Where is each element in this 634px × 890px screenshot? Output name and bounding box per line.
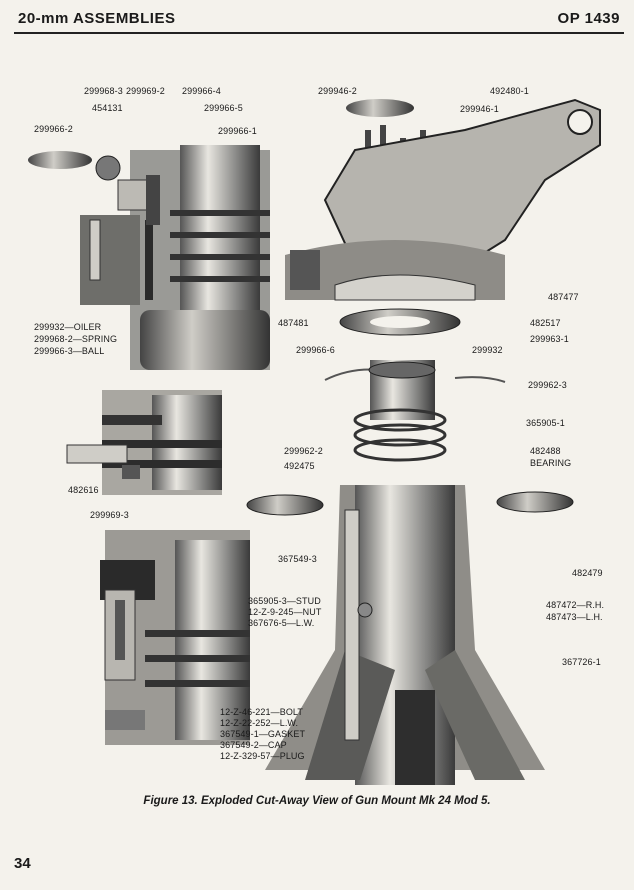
running-header-title: 20-mm ASSEMBLIES: [18, 10, 176, 27]
part-label: 454131: [92, 103, 123, 113]
part-label: 299966-3—BALL: [34, 346, 105, 356]
page-number: 34: [14, 855, 31, 872]
part-label: 482517: [530, 318, 561, 328]
part-label: 365905-1: [526, 418, 565, 428]
part-label: 299932—OILER: [34, 322, 102, 332]
part-label: 492480-1: [490, 86, 529, 96]
part-label: 299966-4: [182, 86, 221, 96]
part-label: 367726-1: [562, 657, 601, 667]
part-label: 487481: [278, 318, 309, 328]
lower-cutaway-illustration: [100, 530, 250, 745]
gun-mount-exploded-illustration: [246, 98, 601, 785]
part-label: 492475: [284, 461, 315, 471]
figure-caption: Figure 13. Exploded Cut-Away View of Gun…: [143, 795, 491, 807]
part-label: 12-Z-22-252—L.W.: [220, 718, 299, 728]
part-label: 367549-2—CAP: [220, 740, 287, 750]
part-label: 299966-6: [296, 345, 335, 355]
part-label: BEARING: [530, 458, 572, 468]
part-label: 367549-3: [278, 554, 317, 564]
part-label: 12-Z-46-221—BOLT: [220, 707, 303, 717]
running-header-doc-number: OP 1439: [557, 10, 620, 27]
part-label: 487472—R.H.: [546, 600, 605, 610]
part-label: 299946-2: [318, 86, 357, 96]
part-label: 12-Z-329-57—PLUG: [220, 751, 305, 761]
part-label: 299968-3: [84, 86, 123, 96]
part-label: 299966-2: [34, 124, 73, 134]
bearing-detail-illustration: [66, 390, 222, 495]
part-label: 299966-1: [218, 126, 257, 136]
part-label: 367549-1—GASKET: [220, 729, 306, 739]
part-label: 299963-1: [530, 334, 569, 344]
part-label: 299966-5: [204, 103, 243, 113]
part-label: 299969-3: [90, 510, 129, 520]
part-label: 482488: [530, 446, 561, 456]
header-rule: [14, 32, 624, 34]
part-label: 299968-2—SPRING: [34, 334, 118, 344]
part-label: 482479: [572, 568, 603, 578]
part-label: 487473—L.H.: [546, 612, 603, 622]
part-label: 299962-3: [528, 380, 567, 390]
part-label: 12-Z-9-245—NUT: [248, 607, 322, 617]
part-label: 299946-1: [460, 104, 499, 114]
part-label: 482616: [68, 485, 99, 495]
part-label: 487477: [548, 292, 579, 302]
part-label: 299932: [472, 345, 503, 355]
part-label: 367676-5—L.W.: [248, 618, 315, 628]
oiler-cutaway-illustration: [28, 145, 270, 370]
part-label: 299962-2: [284, 446, 323, 456]
part-label: 299969-2: [126, 86, 165, 96]
part-label: 365905-3—STUD: [248, 596, 321, 606]
